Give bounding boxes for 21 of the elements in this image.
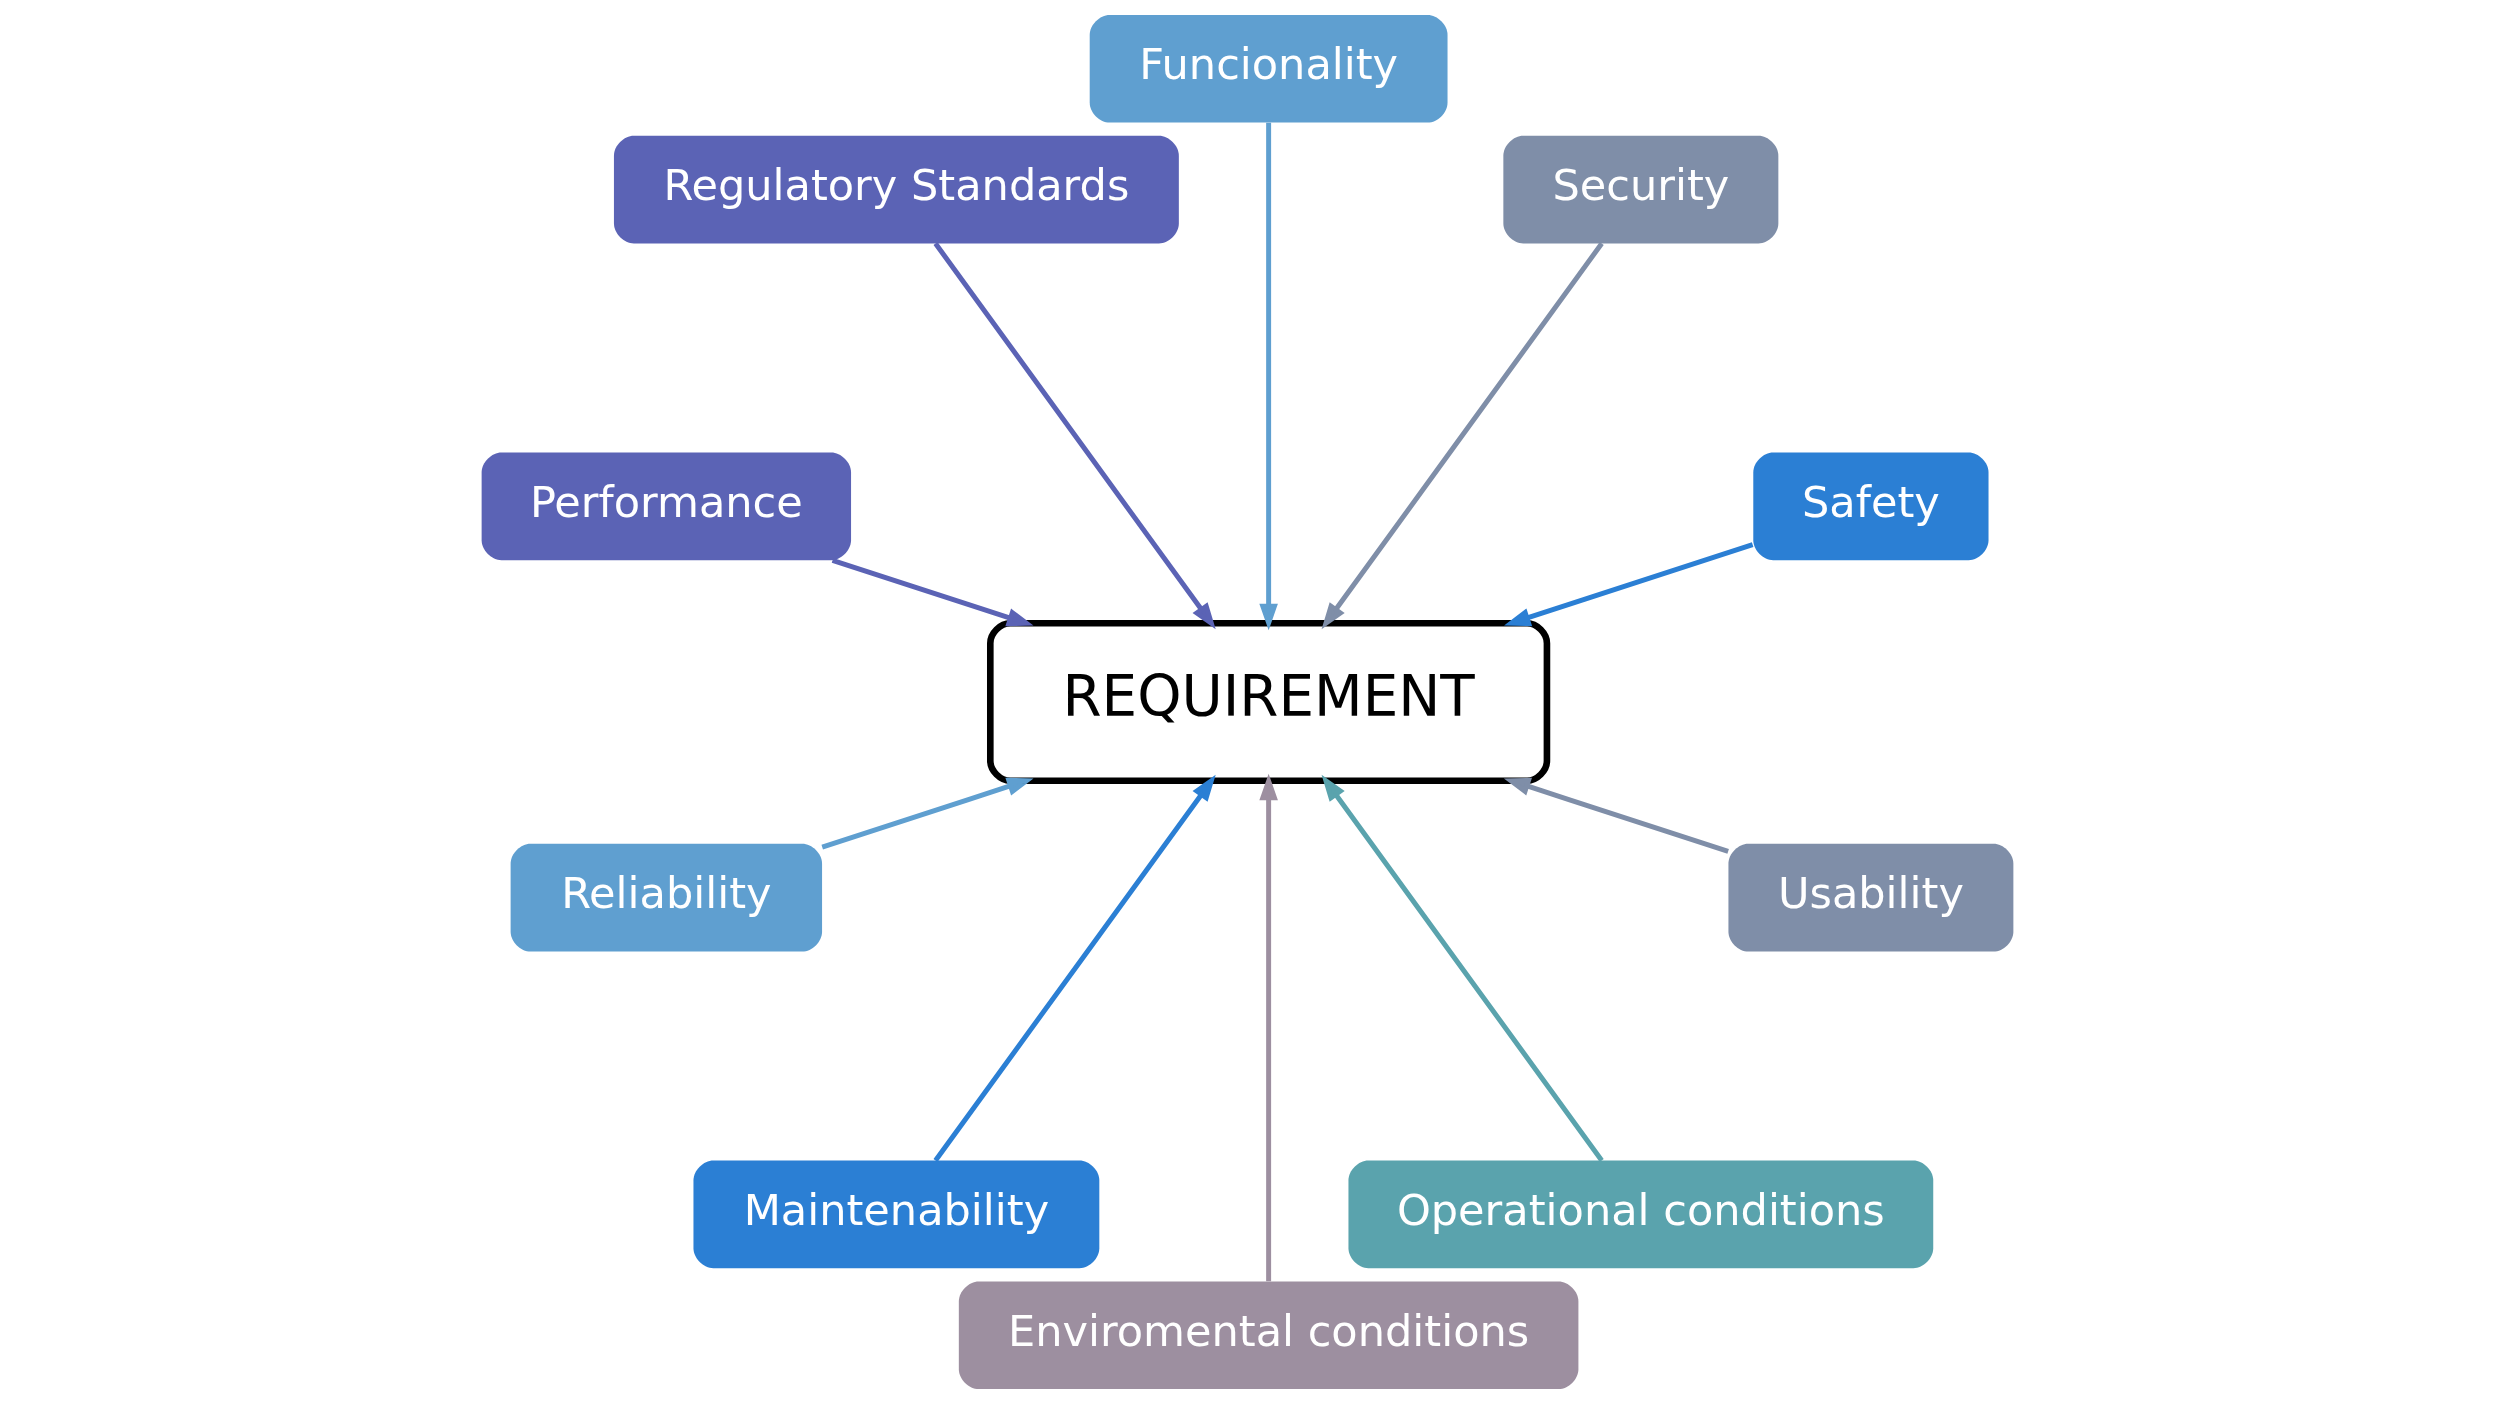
arrow (831, 557, 1033, 627)
node-box: Regulatory Standards (613, 135, 1179, 244)
node-box: Funcionality (1089, 14, 1448, 123)
arrow (1503, 777, 1729, 854)
node-box: Maintenability (692, 1160, 1099, 1269)
arrow (933, 242, 1216, 630)
node-box: Enviromental conditions (958, 1281, 1578, 1390)
arrow (933, 774, 1216, 1162)
arrow (1321, 774, 1604, 1162)
arrow (1258, 122, 1278, 631)
node-box: Security (1502, 135, 1778, 244)
arrow (1258, 773, 1278, 1282)
node-box: Usability (1727, 843, 2013, 952)
node-box: Reliability (510, 843, 822, 952)
node-box: Safety (1752, 452, 1988, 561)
node-box: Performance (481, 452, 851, 561)
arrow (1503, 542, 1753, 627)
node-box: REQUIREMENT (986, 620, 1550, 784)
arrow (1321, 242, 1604, 630)
node-box: Operational conditions (1347, 1160, 1933, 1269)
arrow (820, 777, 1034, 850)
